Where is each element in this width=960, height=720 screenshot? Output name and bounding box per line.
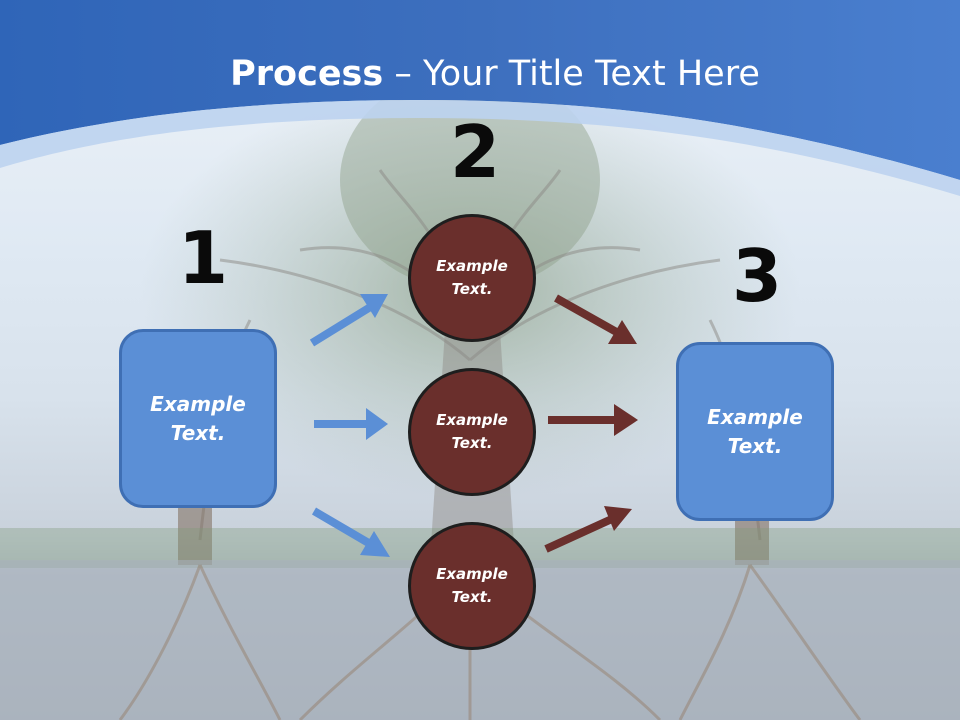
step-3-box: Example Text. [676, 342, 834, 521]
step-number-3: 3 [732, 234, 783, 318]
step-number-2: 2 [450, 110, 501, 194]
circle-top-text: Example Text. [436, 257, 508, 298]
step-2-circle-middle: Example Text. [408, 368, 536, 496]
arrow-brown-right [548, 404, 638, 436]
step-1-box-text: Example Text. [150, 391, 246, 445]
step-3-box-text: Example Text. [707, 404, 803, 458]
title-rest: – Your Title Text Here [383, 54, 760, 94]
arrow-brown-down [554, 294, 637, 344]
arrow-blue-down [311, 507, 390, 557]
title-bold: Process [230, 54, 384, 94]
step-2-circle-top: Example Text. [408, 214, 536, 342]
arrow-blue-up [309, 294, 388, 347]
step-2-circle-bottom: Example Text. [408, 522, 536, 650]
circle-bottom-text: Example Text. [436, 565, 508, 606]
step-1-box: Example Text. [119, 329, 277, 508]
arrow-brown-up [544, 506, 632, 553]
step-number-1: 1 [178, 216, 229, 300]
header-band [0, 0, 960, 196]
circle-middle-text: Example Text. [436, 411, 508, 452]
slide-title: Process – Your Title Text Here [0, 52, 960, 96]
arrow-blue-right [314, 408, 388, 440]
